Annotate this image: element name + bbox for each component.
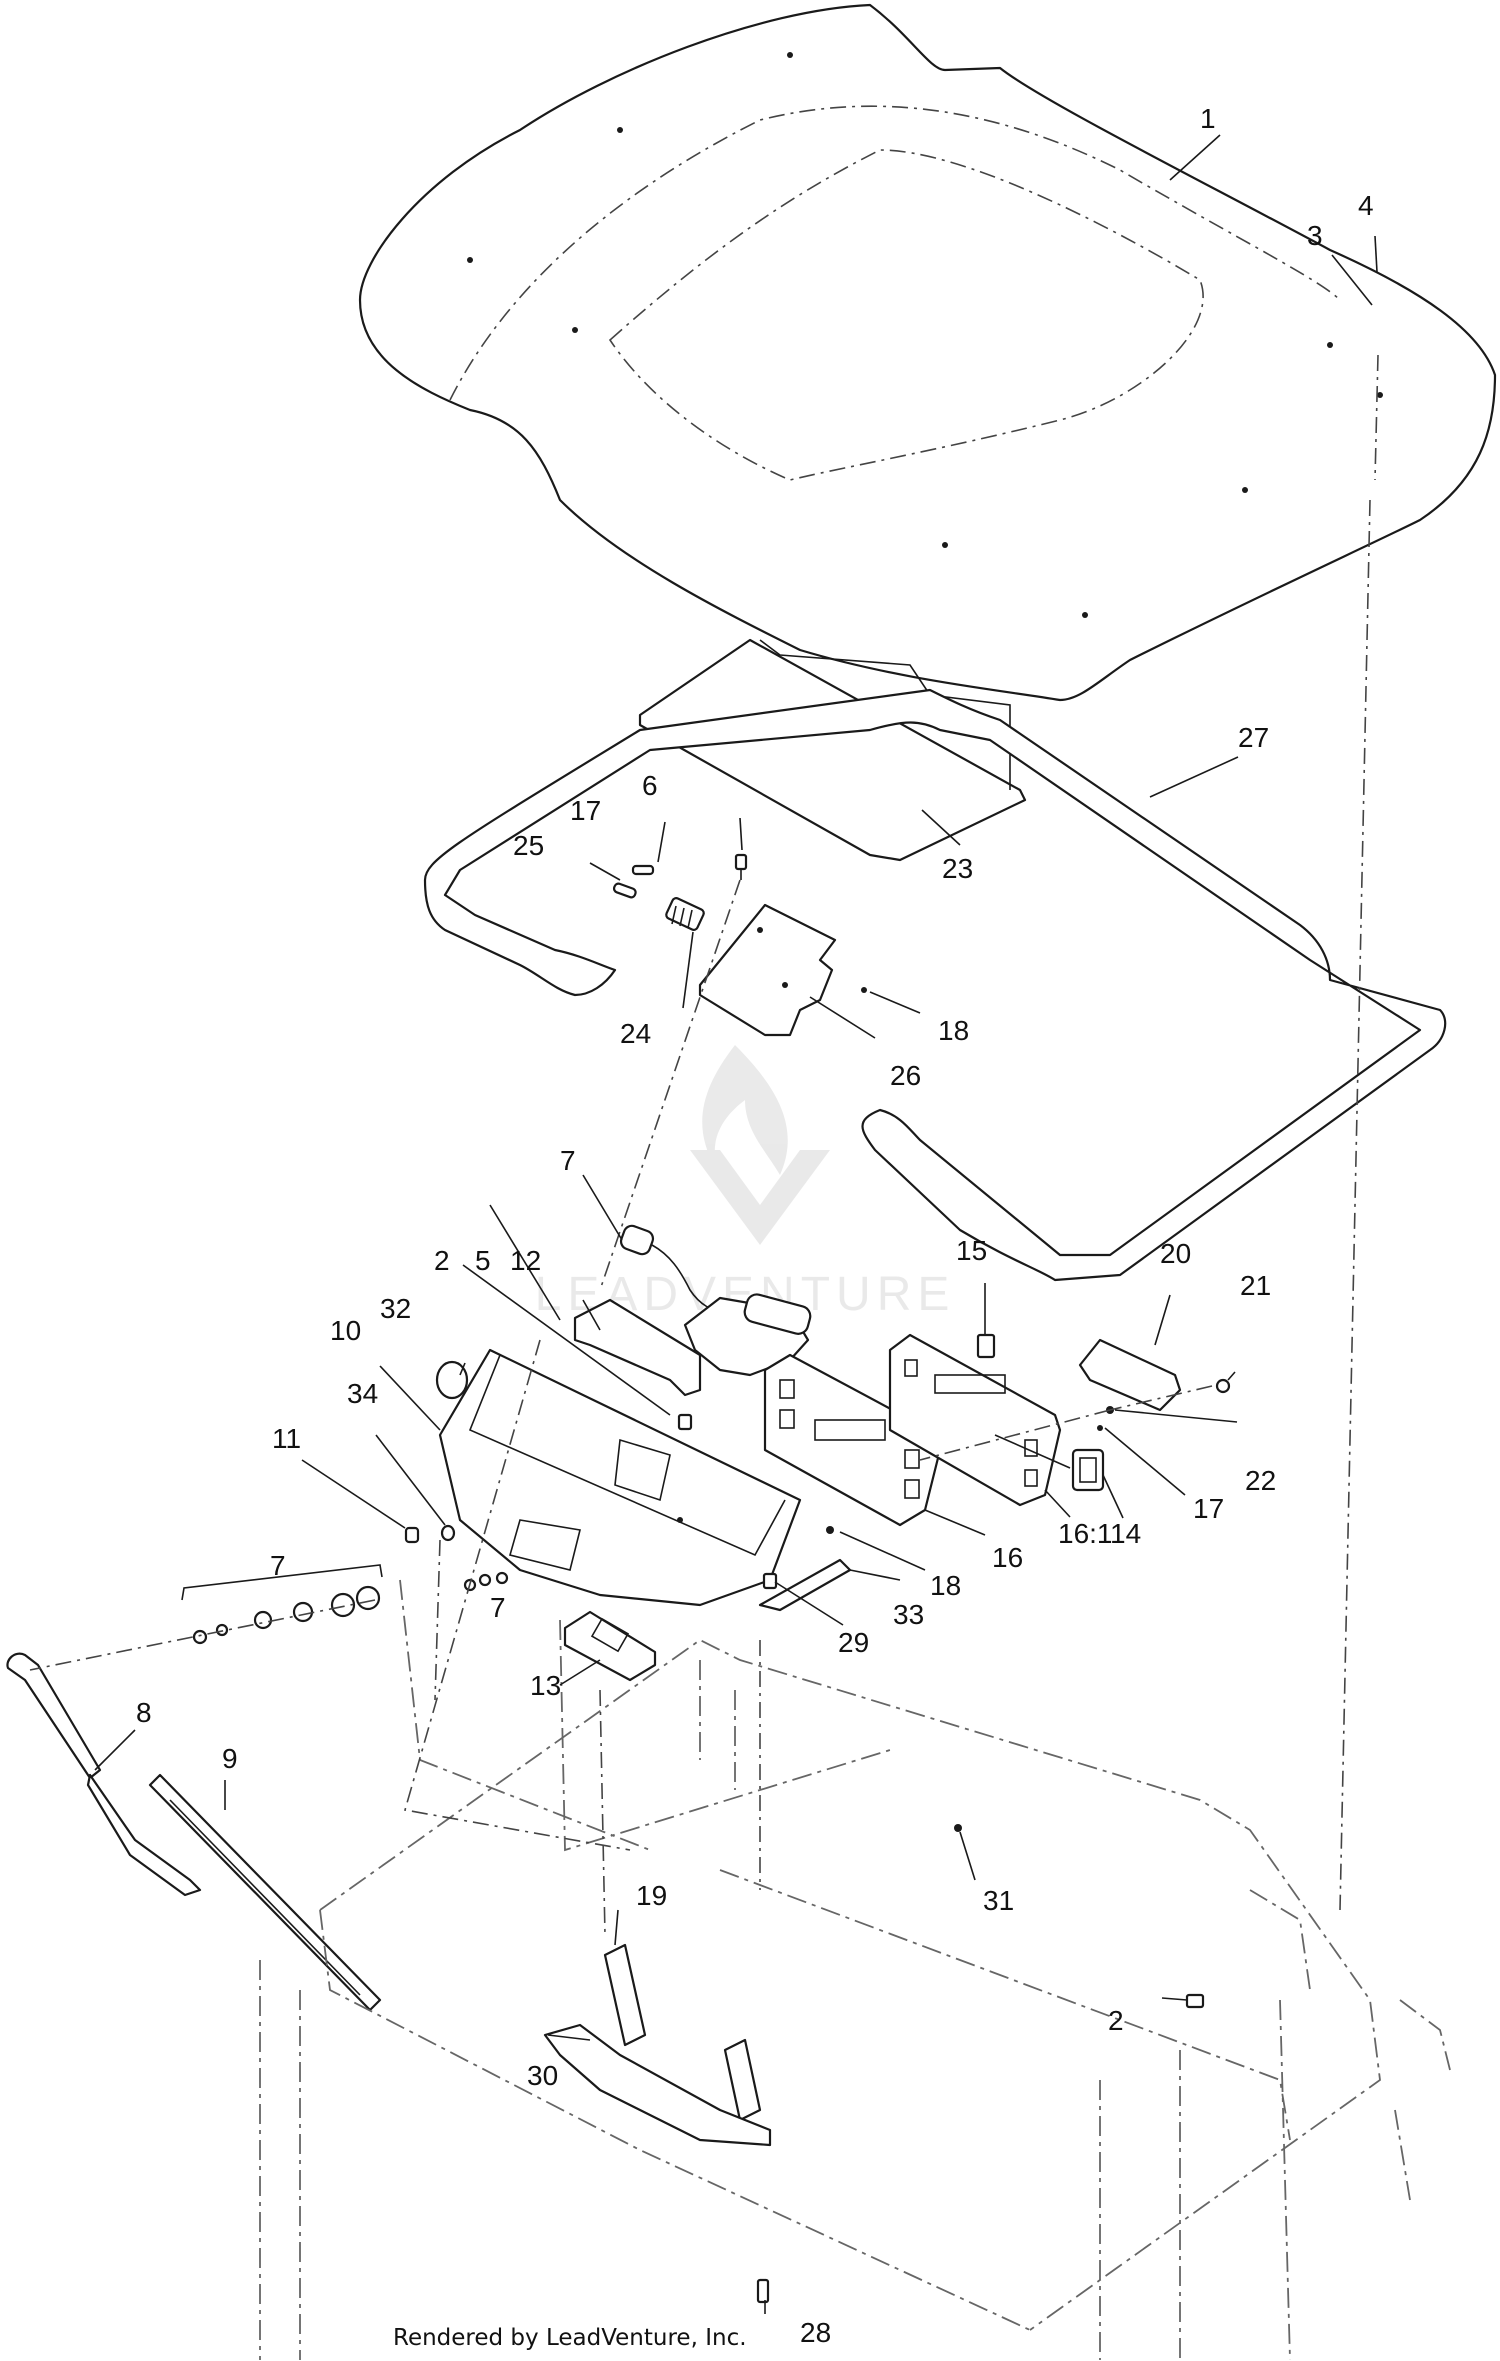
rocker-switch-14 <box>1071 1448 1105 1492</box>
callout-26: 26 <box>890 1060 921 1091</box>
callout-7-small: 7 <box>490 1592 506 1623</box>
wiper-motor <box>619 1224 812 1377</box>
pin-25 <box>612 882 637 899</box>
callout-33: 33 <box>893 1599 924 1630</box>
callout-10: 10 <box>330 1315 361 1346</box>
callout-18-lower: 18 <box>930 1570 961 1601</box>
callout-4: 4 <box>1358 190 1374 221</box>
switch-housing-box <box>438 1348 802 1607</box>
fastener-29 <box>762 1572 778 1590</box>
callout-5: 5 <box>475 1245 491 1276</box>
nut-11 <box>404 1526 420 1544</box>
cap-32 <box>435 1360 469 1400</box>
rail-30 <box>543 2023 772 2147</box>
switch-plate-16 <box>763 1353 942 1527</box>
roof-canopy <box>358 3 1497 702</box>
washer-34 <box>440 1524 456 1542</box>
roof-seal-trim <box>423 688 1447 1282</box>
callout-1: 1 <box>1200 103 1216 134</box>
callout-12: 12 <box>510 1245 541 1276</box>
callout-7-kit: 7 <box>270 1550 286 1581</box>
bolt-28 <box>756 2278 770 2304</box>
callout-22: 22 <box>1245 1465 1276 1496</box>
pad-19 <box>603 1943 647 2047</box>
screw-31 <box>954 1824 962 1832</box>
callout-21: 21 <box>1240 1270 1271 1301</box>
callout-11: 11 <box>272 1423 301 1454</box>
callout-20: 20 <box>1160 1238 1191 1269</box>
nut-18-right <box>826 1526 834 1534</box>
callout-2-upper: 2 <box>434 1245 450 1276</box>
callout-29: 29 <box>838 1627 869 1658</box>
callout-27: 27 <box>1238 722 1269 753</box>
callout-25: 25 <box>513 830 544 861</box>
clip-2-lower <box>1185 1993 1205 2009</box>
callout-32: 32 <box>380 1293 411 1324</box>
callout-9: 9 <box>222 1743 238 1774</box>
screw-17-right <box>1097 1425 1103 1431</box>
callout-6: 6 <box>642 770 658 801</box>
connector-24 <box>665 897 705 931</box>
bolt-6 <box>734 853 748 880</box>
motor-bracket-12 <box>573 1298 702 1397</box>
callout-8: 8 <box>136 1697 152 1728</box>
hardware-kit-7 <box>181 1564 509 1645</box>
nut-18-top <box>861 987 867 993</box>
callout-34: 34 <box>347 1378 378 1409</box>
clip-2-upper <box>677 1413 693 1431</box>
leader-lines <box>94 134 1378 2314</box>
callout-23: 23 <box>942 853 973 884</box>
footer-credit: Rendered by LeadVenture, Inc. <box>393 2325 747 2351</box>
screw-21 <box>1215 1378 1231 1394</box>
callout-labels: 1 4 3 27 6 17 25 23 18 24 26 7 12 5 2 15… <box>136 103 1374 2348</box>
callout-2-lower: 2 <box>1108 2005 1124 2036</box>
callout-16: 16 <box>992 1542 1023 1573</box>
callout-14: 14 <box>1110 1518 1141 1549</box>
callout-7-motor: 7 <box>560 1145 576 1176</box>
wiper-blade-9 <box>148 1773 382 2012</box>
cab-frame <box>259 1579 1451 2361</box>
mount-bracket-plate <box>698 903 837 1037</box>
callout-24: 24 <box>620 1018 651 1049</box>
callout-30: 30 <box>527 2060 558 2091</box>
callout-31: 31 <box>983 1885 1014 1916</box>
plug-15 <box>976 1333 996 1359</box>
dome-light-13 <box>563 1610 657 1682</box>
screw-17-top <box>631 864 655 876</box>
pad-19b <box>723 2038 762 2122</box>
callout-18-top: 18 <box>938 1015 969 1046</box>
wiper-arm-8 <box>6 1652 202 1897</box>
callout-16-1: 16:1 <box>1058 1518 1113 1549</box>
callout-15: 15 <box>956 1235 987 1266</box>
callout-19: 19 <box>636 1880 667 1911</box>
cover-plate-20 <box>1078 1338 1182 1412</box>
callout-13: 13 <box>530 1670 561 1701</box>
callout-17-top: 17 <box>570 795 601 826</box>
assembly-lines <box>29 354 1379 1936</box>
callout-17-right: 17 <box>1193 1493 1224 1524</box>
callout-28: 28 <box>800 2317 831 2348</box>
callout-3: 3 <box>1307 220 1323 251</box>
